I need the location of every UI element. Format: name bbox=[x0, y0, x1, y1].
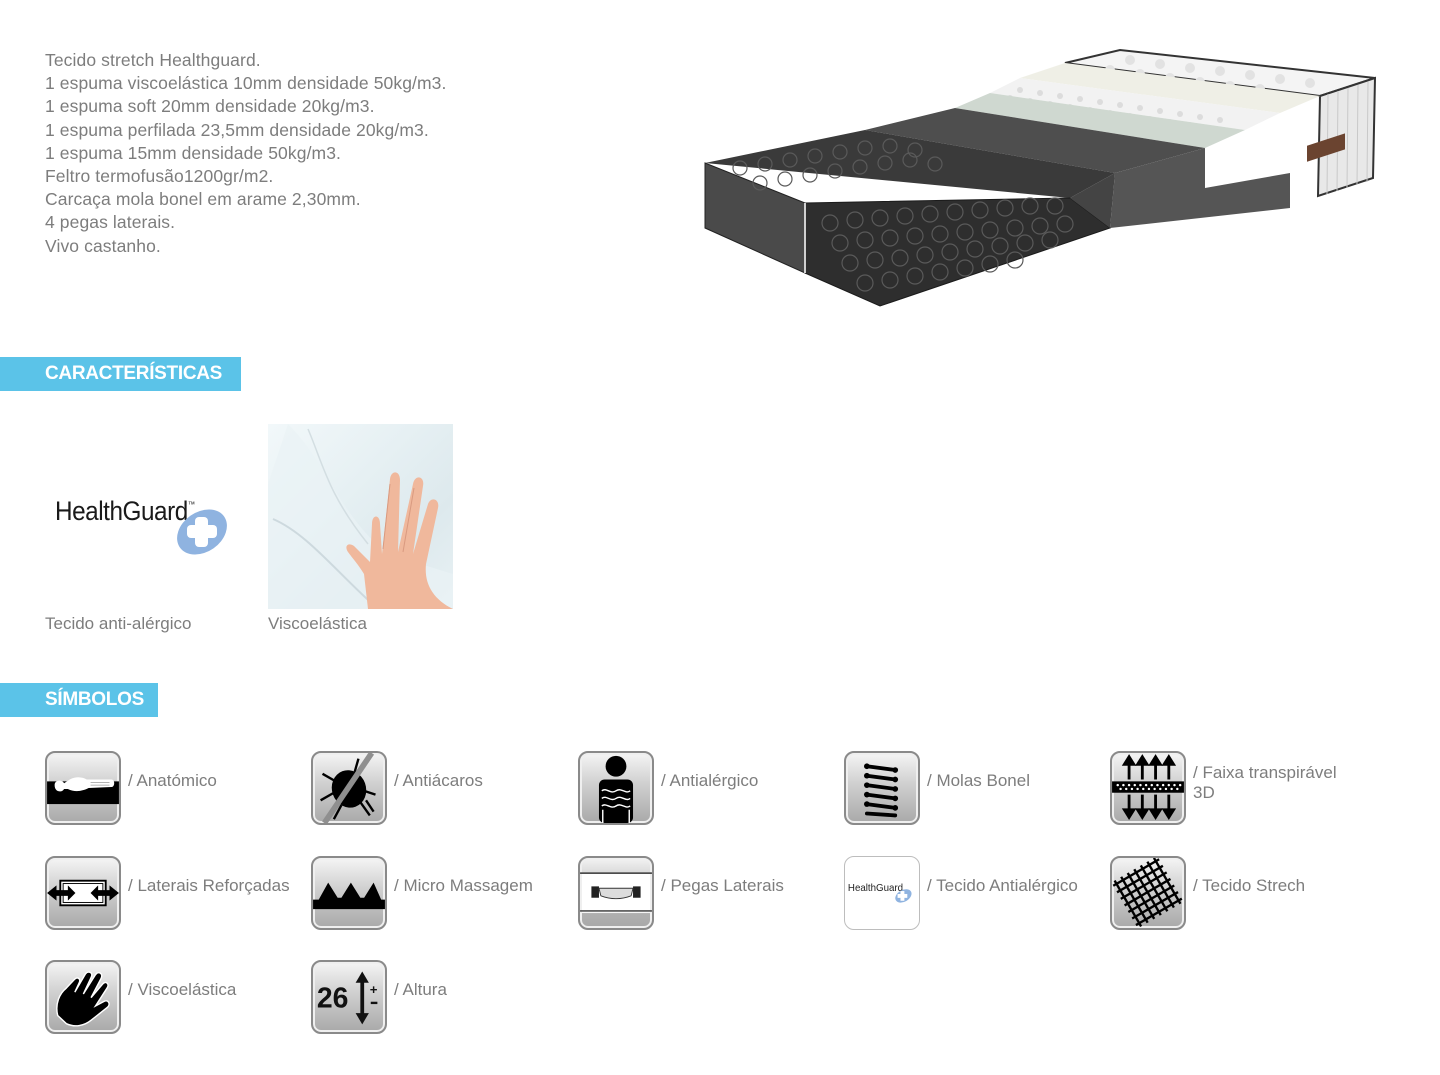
healthguard-fabric-icon: HealthGuard bbox=[844, 856, 920, 930]
symbol-side-handles: / Pegas Laterais bbox=[578, 856, 821, 930]
spec-item: 1 espuma perfilada 23,5mm densidade 20kg… bbox=[45, 119, 429, 140]
svg-text:HealthGuard: HealthGuard bbox=[848, 883, 903, 894]
logo-text: HealthGuard bbox=[55, 496, 188, 526]
anti-allergic-icon bbox=[578, 751, 654, 825]
svg-text:+: + bbox=[370, 982, 378, 997]
spec-item: Vivo castanho. bbox=[45, 235, 161, 256]
symbol-label: / Micro Massagem bbox=[394, 876, 533, 895]
hand-on-foam-photo bbox=[268, 424, 453, 609]
symbol-bonnell-springs: / Molas Bonel bbox=[844, 751, 1087, 825]
bonnell-springs-icon bbox=[844, 751, 920, 825]
symbol-label: / Antiácaros bbox=[394, 771, 483, 790]
spec-item: Feltro termofusão1200gr/m2. bbox=[45, 166, 274, 187]
side-handles-icon bbox=[578, 856, 654, 930]
healthguard-logo: HealthGuard™ bbox=[45, 424, 230, 609]
symbol-label: / Viscoelástica bbox=[128, 980, 237, 999]
symbol-label: / Pegas Laterais bbox=[661, 876, 784, 895]
feature-caption: Tecido anti-alérgico bbox=[45, 614, 192, 633]
spec-item: Tecido stretch Healthguard. bbox=[45, 50, 261, 70]
anatomic-icon bbox=[45, 751, 121, 825]
symbol-label: / Altura bbox=[394, 980, 447, 999]
symbol-breathable-3d: / Faixa transpirável 3D bbox=[1110, 751, 1353, 825]
stretch-fabric-icon bbox=[1110, 856, 1186, 930]
svg-text:26: 26 bbox=[317, 982, 349, 1014]
symbol-label: / Anatómico bbox=[128, 771, 217, 790]
section-header-symbols: SÍMBOLOS bbox=[0, 683, 158, 717]
symbol-anti-mite: / Antiácaros bbox=[311, 751, 554, 825]
reinforced-sides-icon bbox=[45, 856, 121, 930]
height-icon: 26 + bbox=[311, 960, 387, 1034]
symbol-label: / Molas Bonel bbox=[927, 771, 1030, 790]
section-header-characteristics: CARACTERÍSTICAS bbox=[0, 357, 241, 391]
medical-cross-icon bbox=[177, 509, 227, 555]
spec-item: 1 espuma viscoelástica 10mm densidade 50… bbox=[45, 73, 447, 94]
spec-item: 1 espuma 15mm densidade 50kg/m3. bbox=[45, 142, 342, 163]
breathable-3d-band-icon bbox=[1110, 751, 1186, 825]
symbol-viscoelastic: / Viscoelástica bbox=[45, 960, 288, 1034]
spec-item: 4 pegas laterais. bbox=[45, 212, 176, 233]
symbol-stretch-fabric: / Tecido Strech bbox=[1110, 856, 1353, 930]
viscoelastic-hand-icon bbox=[45, 960, 121, 1034]
specifications-list: Tecido stretch Healthguard. 1 espuma vis… bbox=[45, 49, 446, 258]
trademark-symbol: ™ bbox=[187, 500, 195, 509]
symbol-label: / Tecido Antialérgico bbox=[927, 876, 1078, 895]
symbol-label: / Faixa transpirável 3D bbox=[1193, 763, 1337, 802]
symbol-anti-allergic: / Antialérgico bbox=[578, 751, 821, 825]
spec-item: 1 espuma soft 20mm densidade 20kg/m3. bbox=[45, 96, 375, 117]
symbol-anatomic: / Anatómico bbox=[45, 751, 288, 825]
feature-caption: Viscoelástica bbox=[268, 614, 367, 633]
symbol-micro-massage: / Micro Massagem bbox=[311, 856, 554, 930]
mattress-image bbox=[700, 38, 1390, 313]
symbol-reinforced-sides: / Laterais Reforçadas bbox=[45, 856, 308, 930]
symbol-healthguard-fabric: HealthGuard / Tecido Antialérgico bbox=[844, 856, 1107, 930]
symbol-label: / Tecido Strech bbox=[1193, 876, 1306, 895]
feature-healthguard: HealthGuard™ Tecido anti-alérgico bbox=[45, 424, 230, 633]
micro-massage-icon bbox=[311, 856, 387, 930]
symbol-height: 26 + / Altura bbox=[311, 960, 554, 1034]
symbol-label: / Antialérgico bbox=[661, 771, 759, 790]
symbol-label: / Laterais Reforçadas bbox=[128, 876, 290, 895]
healthguard-logo-text: HealthGuard™ bbox=[55, 496, 195, 527]
anti-mite-icon bbox=[311, 751, 387, 825]
spec-item: Carcaça mola bonel em arame 2,30mm. bbox=[45, 189, 361, 210]
feature-viscoelastic: Viscoelástica bbox=[268, 424, 453, 633]
